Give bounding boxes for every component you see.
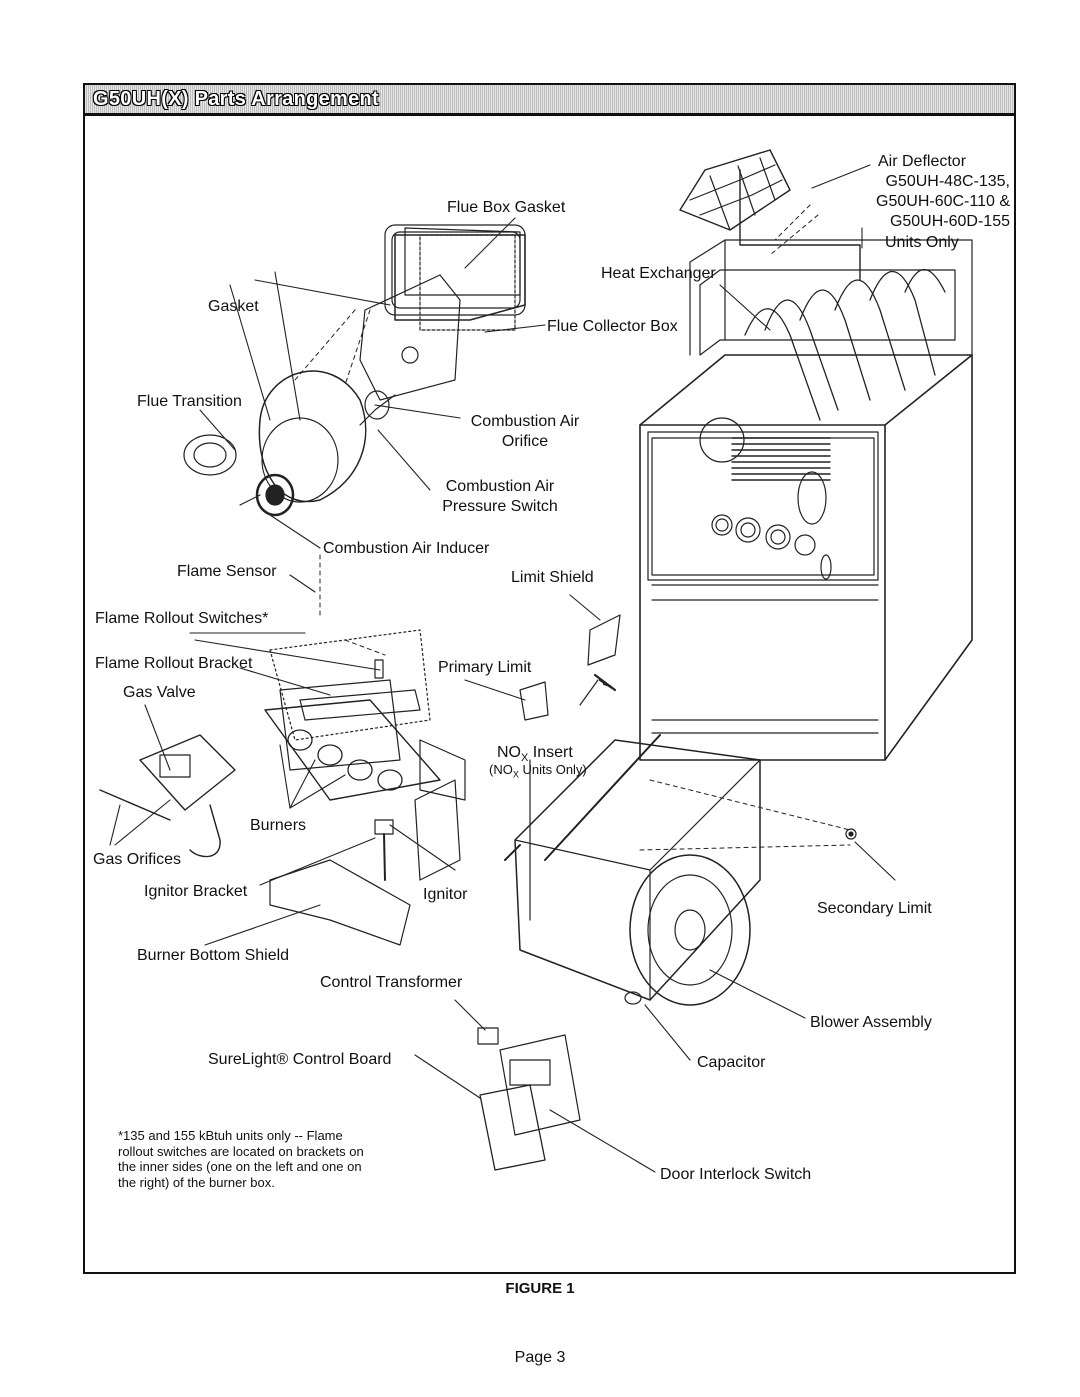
nox-units-open: (NO [489, 762, 513, 777]
label-combustion-air-orifice-1: Combustion Air [470, 413, 580, 430]
label-air-deflector-units: Units Only [885, 234, 959, 251]
label-ignitor-bracket: Ignitor Bracket [144, 883, 248, 900]
label-gas-orifices: Gas Orifices [93, 851, 182, 868]
nox-insert-text: NO [497, 744, 521, 761]
blower-assembly-part [504, 734, 761, 1006]
nox-insert-suffix: Insert [528, 744, 573, 761]
figure-caption: FIGURE 1 [505, 1280, 575, 1297]
label-flue-transition: Flue Transition [137, 393, 242, 410]
label-flue-collector-box: Flue Collector Box [547, 318, 678, 335]
label-air-deflector-model-2: G50UH-60C-110 & [876, 193, 1010, 210]
nox-units-suffix: Units Only) [518, 762, 587, 777]
page-number: Page 3 [514, 1349, 566, 1366]
label-burner-bottom-shield: Burner Bottom Shield [137, 947, 290, 964]
flue-transition [183, 434, 237, 476]
label-capacitor: Capacitor [697, 1054, 766, 1071]
nox-insert-subscript: X [521, 752, 529, 765]
label-pressure-switch-1: Combustion Air [445, 478, 555, 495]
label-pressure-switch-2: Pressure Switch [442, 498, 558, 515]
primary-limit-part [579, 673, 617, 706]
inducer-gasket-plate [359, 274, 461, 401]
flue-collector-box [384, 224, 526, 321]
nox-units-subscript: X [512, 769, 519, 780]
label-nox-units-only: (NOX Units Only) [489, 762, 587, 783]
ignitor-bracket [269, 819, 411, 946]
label-air-deflector-model-1: G50UH-48C-135, [885, 173, 1011, 190]
gas-valve [99, 734, 236, 858]
label-burners: Burners [250, 817, 307, 834]
secondary-limit-part [845, 828, 857, 840]
label-surelight-control-board: SureLight® Control Board [208, 1051, 392, 1068]
burner-assembly [264, 629, 441, 801]
label-blower-assembly: Blower Assembly [810, 1014, 932, 1031]
label-flame-rollout-switches: Flame Rollout Switches* [95, 610, 269, 627]
label-flue-box-gasket: Flue Box Gasket [447, 199, 566, 216]
label-control-transformer: Control Transformer [320, 974, 463, 991]
title-bar: G50UH(X) Parts Arrangement [83, 83, 1016, 115]
label-combustion-air-orifice-2: Orifice [501, 433, 549, 450]
label-gas-valve: Gas Valve [123, 684, 196, 701]
furnace-cabinet [639, 239, 973, 761]
label-nox-insert: NOX Insert [497, 743, 573, 768]
label-flame-sensor: Flame Sensor [177, 563, 277, 580]
label-gasket: Gasket [208, 298, 259, 315]
label-flame-rollout-bracket: Flame Rollout Bracket [95, 655, 253, 672]
label-limit-shield: Limit Shield [511, 569, 594, 586]
flue-box-gasket [419, 234, 516, 331]
label-secondary-limit: Secondary Limit [817, 900, 932, 917]
label-door-interlock-switch: Door Interlock Switch [660, 1166, 812, 1183]
air-deflector [679, 149, 861, 281]
label-heat-exchanger: Heat Exchanger [601, 265, 716, 282]
label-primary-limit: Primary Limit [438, 659, 532, 676]
label-ignitor: Ignitor [423, 886, 468, 903]
diagram-frame [83, 114, 1016, 1274]
control-board-part [477, 1027, 581, 1171]
label-combustion-air-inducer: Combustion Air Inducer [323, 540, 490, 557]
diagram-title: G50UH(X) Parts Arrangement [93, 88, 380, 110]
combustion-air-inducer [239, 370, 396, 517]
label-air-deflector: Air Deflector [878, 153, 967, 170]
footnote: *135 and 155 kBtuh units only -- Flame r… [118, 1128, 364, 1190]
limit-shield-part [519, 614, 621, 721]
label-air-deflector-model-3: G50UH-60D-155 [889, 213, 1010, 230]
burner-side-panels [414, 739, 466, 881]
